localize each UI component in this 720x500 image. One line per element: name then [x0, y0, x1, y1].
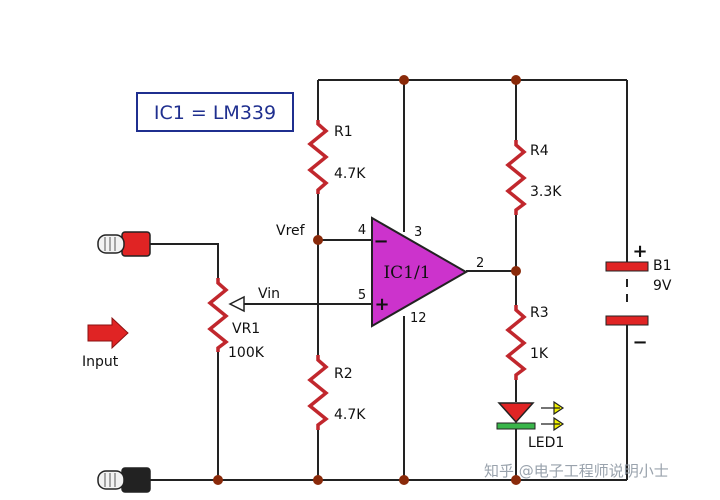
r1-resistor	[307, 120, 329, 194]
r2-resistor	[307, 355, 329, 430]
junction-node	[399, 75, 409, 85]
r2-name: R2	[334, 366, 353, 382]
pot-wiper-icon	[228, 295, 245, 313]
r4-name: R4	[530, 143, 549, 159]
light-emission-icon	[541, 400, 565, 432]
r1-value: 4.7K	[334, 166, 366, 182]
r1-name: R1	[334, 124, 353, 140]
led-cathode-bar	[496, 422, 536, 430]
junction-node	[511, 266, 521, 276]
r4-value: 3.3K	[530, 184, 562, 200]
comparator-ic	[371, 216, 469, 328]
junction-node	[511, 475, 521, 485]
input-probe-red	[97, 231, 151, 257]
vref-label: Vref	[276, 223, 306, 239]
r2-value: 4.7K	[334, 407, 366, 423]
battery-minus-sign: −	[632, 332, 647, 353]
junction-node	[511, 75, 521, 85]
junction-node	[313, 475, 323, 485]
b1-value: 9V	[653, 278, 672, 294]
ic-plus-sign: +	[374, 294, 389, 315]
r3-value: 1K	[530, 346, 549, 362]
led1-name: LED1	[528, 435, 564, 451]
pin-5-label: 5	[358, 288, 366, 303]
b1-name: B1	[653, 258, 672, 274]
r4-resistor	[505, 140, 527, 215]
title-text: IC1 = LM339	[154, 102, 276, 124]
junction-node	[213, 475, 223, 485]
battery-plus-sign: +	[632, 241, 647, 262]
r3-name: R3	[530, 305, 549, 321]
watermark-text: 知乎 @电子工程师说明小士	[484, 462, 669, 480]
pin-2-label: 2	[476, 256, 484, 271]
r3-resistor	[505, 305, 527, 380]
pot-resistor	[207, 278, 229, 352]
input-label: Input	[82, 354, 119, 370]
input-arrow-icon	[87, 316, 129, 350]
battery-negative-plate	[605, 315, 649, 326]
vr1-name: VR1	[232, 321, 260, 337]
junction-node	[399, 475, 409, 485]
pin-4-label: 4	[358, 223, 366, 238]
pin-12-label: 12	[410, 311, 427, 326]
vin-label: Vin	[258, 286, 280, 302]
pin-3-label: 3	[414, 225, 422, 240]
junction-node	[313, 235, 323, 245]
ic-label: IC1/1	[383, 263, 430, 283]
led-body	[497, 402, 535, 424]
ic-minus-sign: −	[373, 231, 388, 252]
input-probe-black	[97, 467, 151, 493]
pot-top-wire	[150, 243, 219, 278]
vr1-value: 100K	[228, 345, 265, 361]
title-box	[136, 92, 294, 132]
battery-positive-plate	[605, 261, 649, 272]
